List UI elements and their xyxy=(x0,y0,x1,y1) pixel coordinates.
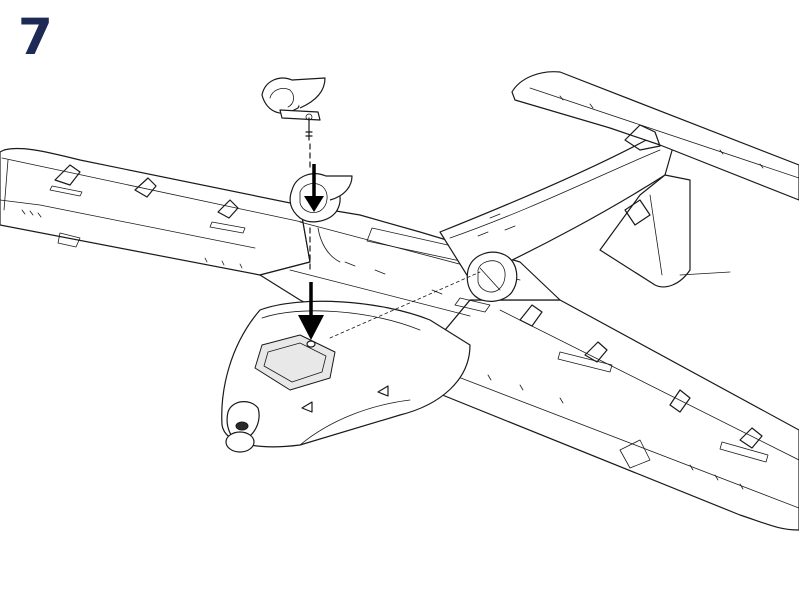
down-arrow-icon xyxy=(304,164,324,212)
step-number: 7 xyxy=(18,8,53,66)
vertical-fin xyxy=(599,174,731,288)
down-arrow-icon xyxy=(298,282,324,340)
tail-boom xyxy=(439,137,676,281)
right-motor-nacelle xyxy=(454,251,518,313)
horizontal-stabilizer xyxy=(511,71,799,201)
left-wing xyxy=(0,147,311,276)
hatch-screw-hole xyxy=(306,340,316,348)
fuselage xyxy=(221,300,471,453)
right-wing xyxy=(419,299,799,531)
motor-mount xyxy=(261,77,326,141)
assembly-guide-lines xyxy=(309,143,481,339)
